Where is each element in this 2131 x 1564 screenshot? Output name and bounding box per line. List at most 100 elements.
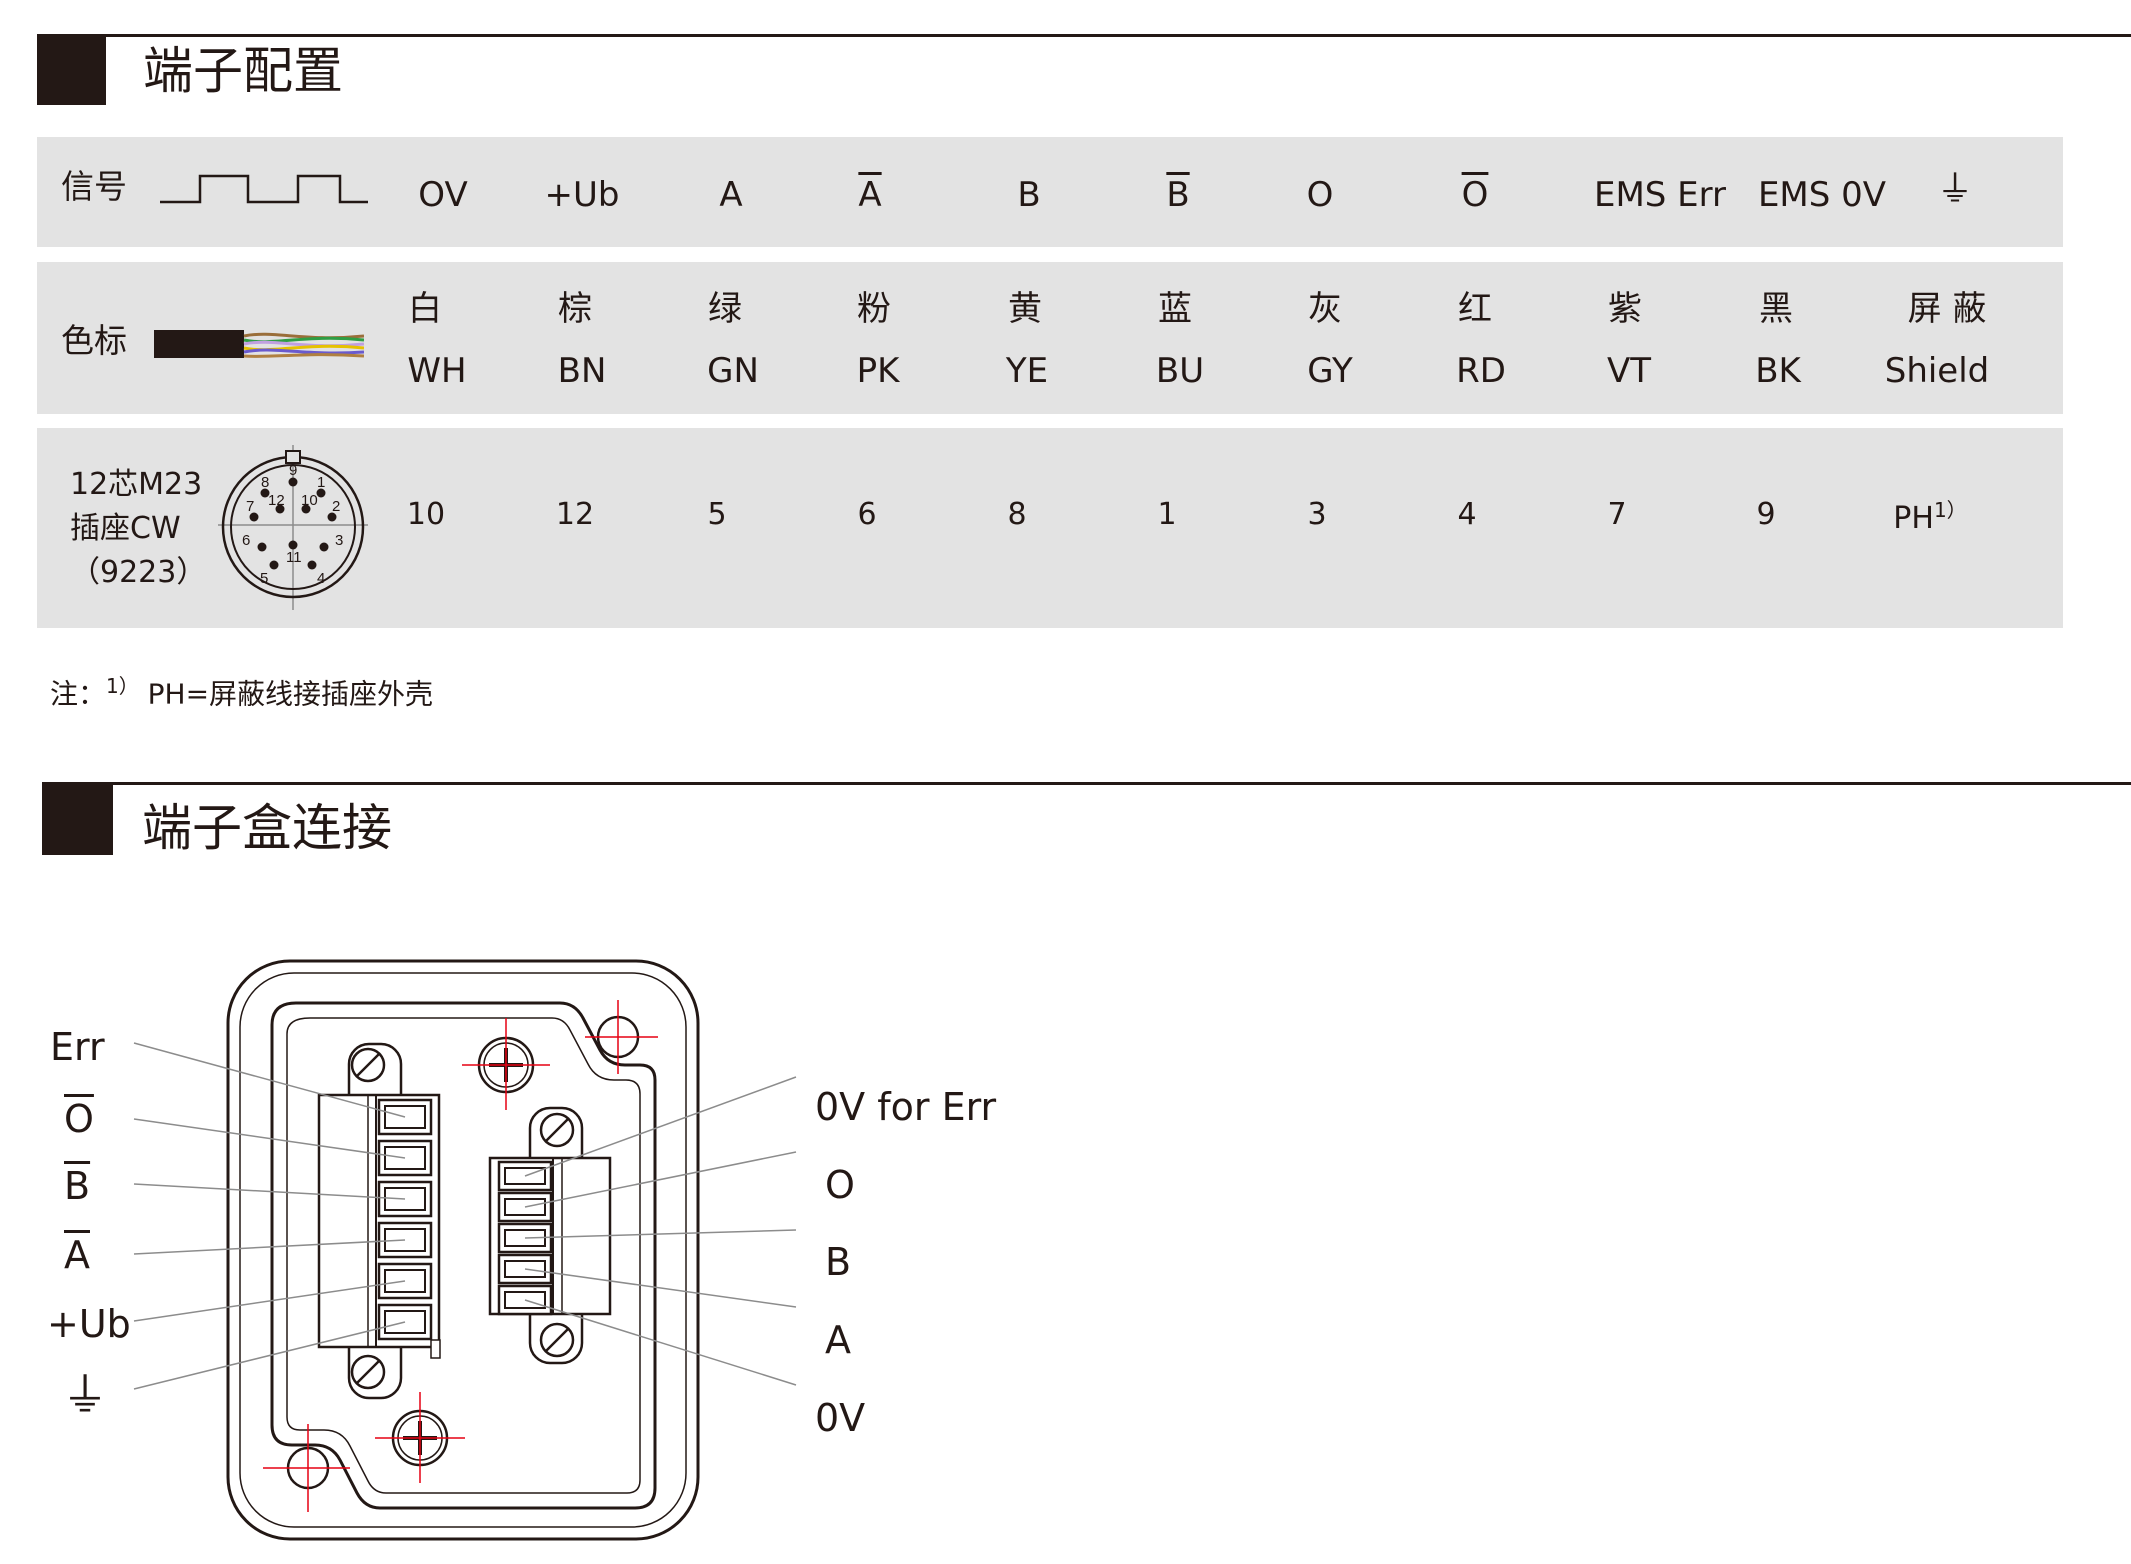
pin-num: 9: [289, 462, 297, 479]
cable-icon: [154, 330, 364, 358]
signal-cell: EMS Err: [1593, 175, 1727, 215]
signal-cell: EMS 0V: [1757, 175, 1887, 215]
leader-line: [524, 1299, 797, 1386]
leader-line: [133, 1321, 406, 1390]
signal-cell: A: [719, 175, 743, 215]
section1-marker: [37, 37, 106, 105]
pin-num: 7: [246, 498, 254, 515]
pin-cell: 1: [1157, 500, 1176, 530]
leader-lines: [133, 1042, 797, 1390]
pin-row: [37, 428, 2063, 628]
terminal-label-right: 0V for Err: [815, 1085, 997, 1129]
pin-cell: 10: [407, 500, 445, 530]
signal-cell: +Ub: [544, 175, 620, 215]
terminal-label-right: B: [825, 1240, 852, 1284]
left-terminal-block: [317, 1042, 441, 1400]
pin-num: 5: [260, 570, 268, 587]
pin-value: 7: [1607, 497, 1627, 532]
color-code-cell: VT: [1606, 351, 1652, 391]
pin-cell: 6: [857, 500, 876, 530]
signal-cell: B: [1017, 175, 1041, 215]
pin-num: 4: [317, 570, 325, 587]
connector-label-line3: （9223）: [70, 555, 207, 590]
terminal-slot-inner: [384, 1105, 426, 1129]
leader-line: [133, 1042, 406, 1118]
section2-top-rule: [42, 782, 2131, 785]
terminal-slot-inner: [504, 1167, 546, 1185]
terminal-label-right: A: [825, 1318, 851, 1362]
leader-line: [133, 1183, 406, 1200]
pin-num: 8: [261, 474, 269, 491]
right-terminals: [497, 1160, 553, 1316]
terminal-label-right: O: [825, 1163, 855, 1207]
section2-title: 端子盒连接: [142, 799, 392, 857]
color-code-cell: RD: [1456, 351, 1506, 391]
terminal-label-left: B: [64, 1164, 91, 1208]
signal-label: 信号: [61, 167, 127, 206]
terminal-label-right: 0V: [815, 1396, 866, 1440]
pin-value: 9: [1756, 497, 1776, 532]
footnote-sup: 1）: [106, 674, 139, 698]
pin-cell: 4: [1457, 500, 1476, 530]
terminal-slot-inner: [384, 1310, 426, 1334]
terminal-slot-inner: [504, 1260, 546, 1278]
signal-cell: O: [1306, 175, 1334, 215]
signal-cell: A: [858, 175, 882, 215]
inner-cavity: [270, 1001, 657, 1510]
color-label: 色标: [61, 321, 127, 360]
terminal-slot: [497, 1253, 553, 1285]
terminal-box-diagram: [133, 959, 797, 1541]
section1-title: 端子配置: [143, 42, 343, 100]
terminal-slot-inner: [384, 1146, 426, 1170]
color-cn-cell: 屏 蔽: [1907, 289, 1987, 329]
housing-outer: [226, 959, 700, 1541]
pin-value: 1: [1157, 497, 1177, 532]
color-code-cell: Shield: [1884, 351, 1990, 391]
color-cn-cell: 黑: [1759, 289, 1793, 329]
pin-num: 2: [332, 498, 340, 515]
color-code-cell: WH: [407, 351, 467, 391]
leader-line: [524, 1268, 797, 1308]
ground-icon: ⏚: [1936, 169, 1974, 210]
signal-cell: O: [1461, 175, 1489, 215]
color-code-cell: YE: [1005, 351, 1049, 391]
pin-num: 11: [286, 549, 302, 566]
pin-cell: 8: [1007, 500, 1026, 530]
footnote-text: PH=屏蔽线接插座外壳: [138, 677, 434, 711]
section1-top-rule: [37, 34, 2131, 37]
square-wave-icon: [160, 174, 368, 204]
pin-cell: 3: [1307, 500, 1326, 530]
color-cn-cell: 绿: [708, 289, 742, 329]
color-cn-cell: 白: [408, 289, 442, 329]
terminal-slot-inner: [384, 1187, 426, 1211]
pin-cell: 7: [1607, 500, 1626, 530]
screw-bottom-center: [375, 1392, 465, 1483]
terminal-label-left: ⏚: [62, 1368, 108, 1422]
terminal-label-left: A: [64, 1233, 90, 1277]
color-code-cell: BN: [557, 351, 607, 391]
terminal-slot-inner: [384, 1228, 426, 1252]
pin-num: 3: [335, 532, 343, 549]
color-cn-cell: 紫: [1608, 289, 1642, 329]
color-code-cell: GY: [1307, 351, 1353, 391]
color-cn-cell: 粉: [857, 289, 891, 329]
signal-cell: OV: [418, 175, 468, 215]
leader-line: [133, 1118, 406, 1159]
color-cn-cell: 棕: [558, 289, 592, 329]
screw-top-center: [462, 1018, 550, 1110]
color-cn-cell: 蓝: [1158, 289, 1192, 329]
pin-num: 1: [317, 474, 325, 491]
leader-line: [133, 1280, 406, 1322]
pin-value: 5: [707, 497, 727, 532]
leader-line: [524, 1229, 797, 1239]
connector-pin-numbers: 9 8 1 7 12 10 2 6 3 11 5 4: [242, 462, 343, 587]
mount-hole-bottom-left: [263, 1424, 350, 1512]
color-cn-cell: 灰: [1308, 289, 1342, 329]
pin-cell: 5: [707, 500, 726, 530]
pin-num: 10: [301, 492, 318, 509]
mount-hole-top-right: [585, 1000, 658, 1074]
pin-value: 3: [1307, 497, 1327, 532]
pin-cell: PH1）: [1893, 500, 1966, 534]
m23-connector-icon: 9 8 1 7 12 10 2 6 3 11 5 4: [218, 445, 368, 610]
pin-value: PH: [1893, 501, 1934, 536]
